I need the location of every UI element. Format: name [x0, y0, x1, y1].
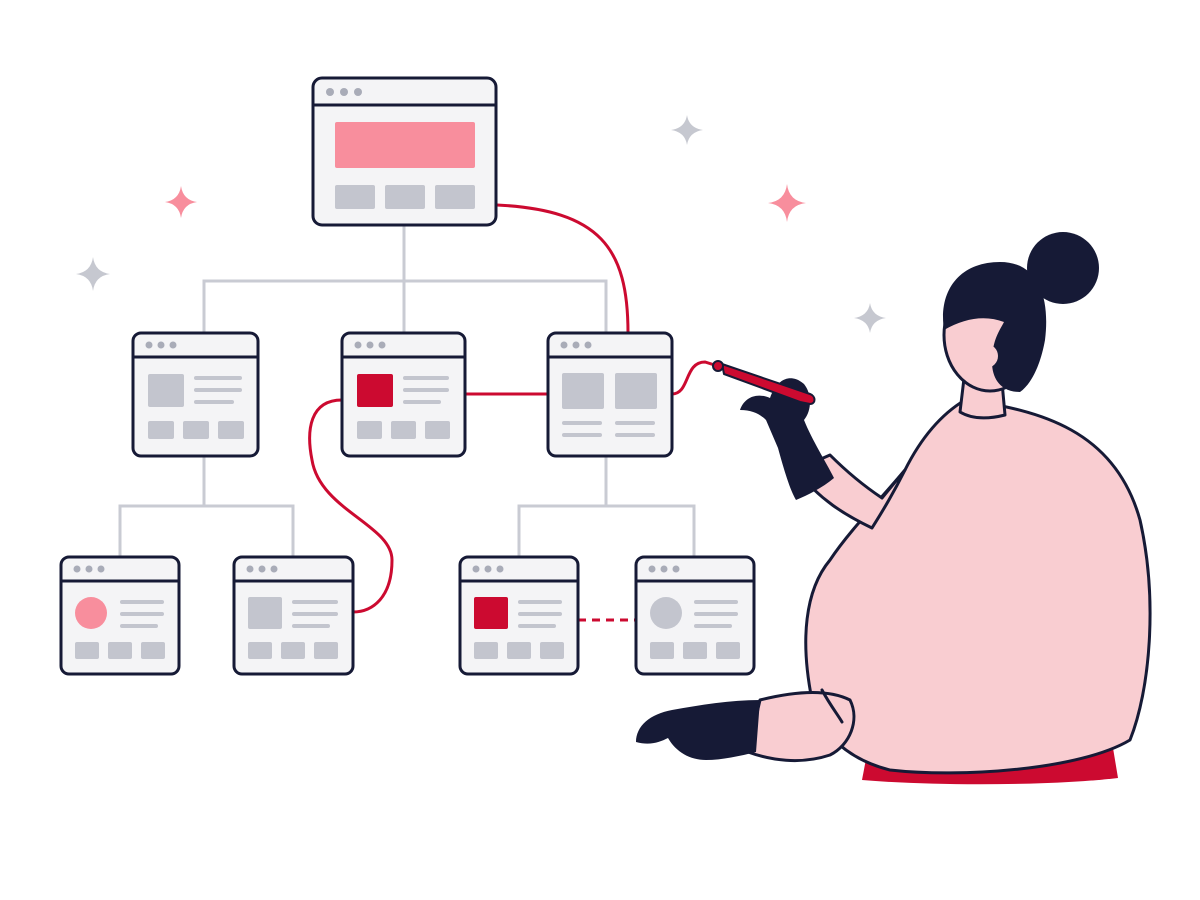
sparkle-gray-left [76, 257, 110, 291]
page-window-level2-4 [634, 555, 756, 676]
page-window-level2-2 [232, 555, 355, 676]
avatar-circle-gray [650, 597, 682, 629]
page-window-level2-1 [59, 555, 181, 676]
highlighted-block-red [357, 374, 393, 407]
page-window-level2-3 [458, 555, 580, 676]
sparkle-pink-left [165, 186, 197, 218]
sparkle-gray-right [854, 303, 886, 333]
tree-connectors [118, 226, 696, 557]
page-window-level1-right [546, 331, 674, 458]
glove-lower-hand [636, 700, 760, 760]
root-page-window [311, 76, 498, 227]
hair-bun [1027, 232, 1099, 304]
glove-raised-hand [740, 378, 834, 500]
hair [943, 262, 1047, 392]
avatar-circle-pink [75, 597, 107, 629]
sparkle-pink-right [768, 184, 806, 222]
red-flow-path [308, 203, 725, 622]
sparkles [76, 115, 886, 333]
lower-arm [746, 691, 856, 763]
page-window-level1-left [131, 331, 260, 458]
marker-tip [712, 360, 724, 372]
ear [974, 344, 998, 368]
seated-person [636, 232, 1152, 785]
highlighted-block-red [474, 597, 508, 629]
page-window-level1-middle [340, 331, 467, 458]
sparkle-gray-top [671, 115, 703, 145]
red-marker [721, 363, 816, 405]
hero-banner-block [335, 122, 475, 168]
torso [804, 398, 1152, 775]
